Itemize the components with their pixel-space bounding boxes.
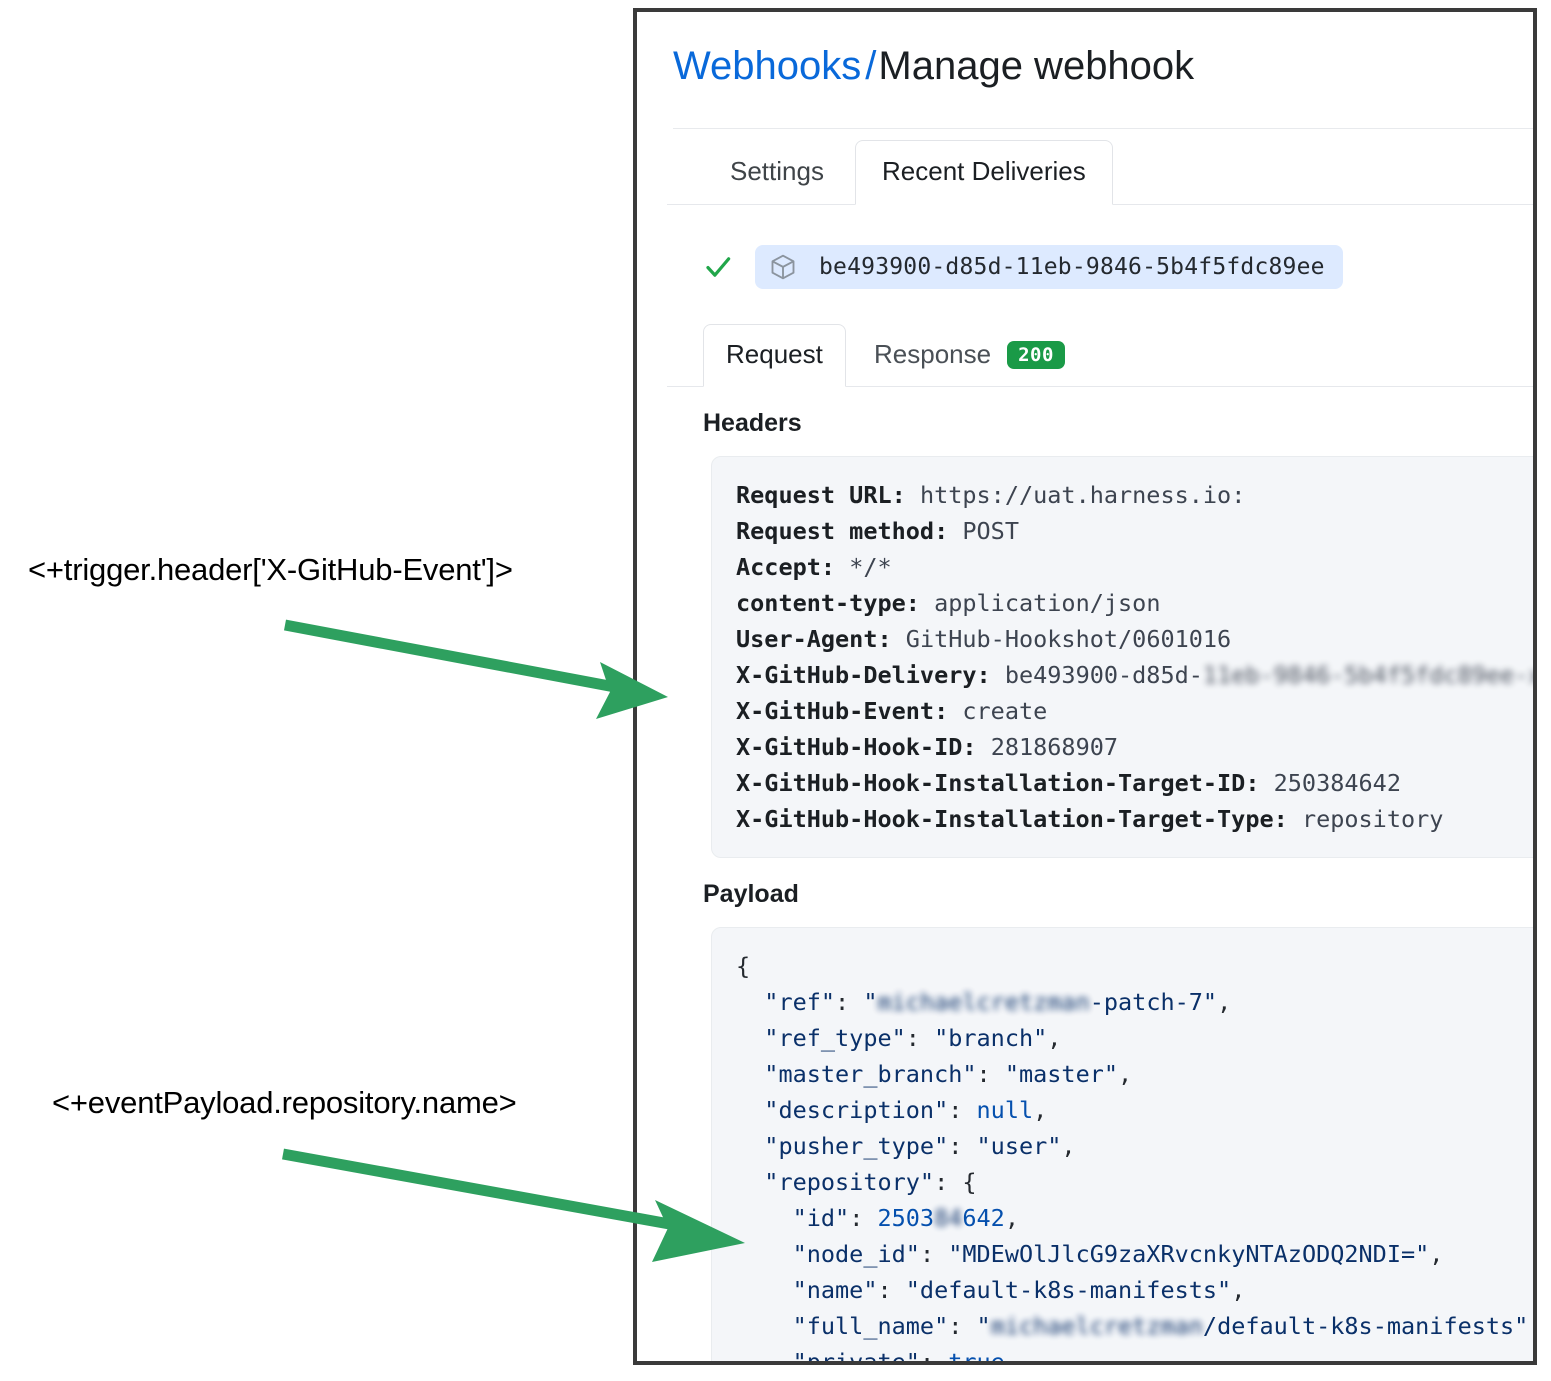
payload-line: "private": true, (736, 1348, 1019, 1365)
payload-line-id: "id": 250384642, (736, 1204, 1019, 1232)
annotation-label-trigger-header: <+trigger.header['X-GitHub-Event']> (28, 552, 513, 587)
tab-response-label: Response (874, 339, 992, 370)
payload-line-name: "name": "default-k8s-manifests", (736, 1276, 1246, 1304)
payload-line: { (736, 952, 751, 980)
payload-section-title: Payload (703, 880, 799, 908)
header-key: X-GitHub-Hook-Installation-Target-ID: (736, 769, 1260, 797)
header-line: X-GitHub-Hook-Installation-Target-Type: … (736, 801, 1533, 837)
header-line: Accept: */* (736, 549, 1533, 585)
header-key: content-type: (736, 589, 920, 617)
header-key: X-GitHub-Hook-Installation-Target-Type: (736, 805, 1288, 833)
payload-redacted-user: michaelcretzman (877, 988, 1090, 1016)
payload-line: "ref_type": "branch", (736, 1024, 1062, 1052)
payload-line: "master_branch": "master", (736, 1060, 1133, 1088)
header-line: Request method: POST (736, 513, 1533, 549)
header-value: https://uat.harness.io: (919, 481, 1246, 509)
webhook-panel: Webhooks/Manage webhook Settings Recent … (633, 8, 1537, 1365)
payload-line: "repository": { (736, 1168, 977, 1196)
header-line: User-Agent: GitHub-Hookshot/0601016 (736, 621, 1533, 657)
breadcrumb: Webhooks/Manage webhook (673, 12, 1533, 115)
tab-request-label: Request (726, 339, 823, 370)
header-line-delivery: X-GitHub-Delivery: be493900-d85d-11eb-98… (736, 657, 1537, 693)
payload-redacted-owner: michaelcretzman (990, 1312, 1203, 1340)
header-value-redacted: 11eb-9846-5b4f5fdc89ee-xx (1202, 661, 1537, 689)
header-line: Request URL: https://uat.harness.io: (736, 477, 1533, 513)
tab-request[interactable]: Request (703, 324, 846, 387)
payload-redacted-id: 84 (934, 1204, 963, 1232)
request-response-tabs: Request Response 200 (667, 317, 1533, 387)
page-title: Manage webhook (878, 44, 1195, 88)
payload-line: "description": null, (736, 1096, 1048, 1124)
headers-section-title: Headers (703, 409, 802, 437)
header-value: 281868907 (990, 733, 1119, 761)
tab-response[interactable]: Response 200 (851, 324, 1088, 387)
header-value: GitHub-Hookshot/0601016 (905, 625, 1232, 653)
header-key: User-Agent: (736, 625, 892, 653)
header-divider (673, 128, 1533, 129)
headers-code-box: Request URL: https://uat.harness.io: Req… (711, 456, 1537, 858)
delivery-id-text: be493900-d85d-11eb-9846-5b4f5fdc89ee (819, 254, 1325, 280)
tab-recent-deliveries[interactable]: Recent Deliveries (855, 140, 1113, 205)
annotation-arrow-1 (283, 619, 668, 719)
header-key: Request method: (736, 517, 949, 545)
tab-settings[interactable]: Settings (730, 156, 824, 187)
package-cube-icon (771, 254, 795, 280)
header-value: application/json (934, 589, 1161, 617)
payload-code-box: { "ref": "michaelcretzman-patch-7", "ref… (711, 927, 1533, 1365)
header-line: content-type: application/json (736, 585, 1533, 621)
header-value-prefix: be493900-d85d- (1004, 661, 1203, 689)
header-key: X-GitHub-Hook-ID: (736, 733, 977, 761)
check-icon (706, 257, 731, 277)
payload-line: "pusher_type": "user", (736, 1132, 1076, 1160)
annotation-label-event-payload: <+eventPayload.repository.name> (52, 1085, 517, 1120)
header-value: */* (849, 553, 892, 581)
delivery-id-pill[interactable]: be493900-d85d-11eb-9846-5b4f5fdc89ee (755, 245, 1343, 289)
status-badge: 200 (1007, 341, 1065, 370)
payload-line-ref: "ref": "michaelcretzman-patch-7", (736, 988, 1232, 1016)
header-line: X-GitHub-Hook-Installation-Target-ID: 25… (736, 765, 1533, 801)
payload-line: "node_id": "MDEwOlJlcG9zaXRvcnkyNTAzODQ2… (736, 1240, 1444, 1268)
header-value: repository (1301, 805, 1444, 833)
breadcrumb-link-webhooks[interactable]: Webhooks (673, 44, 862, 88)
header-value: 250384642 (1273, 769, 1401, 797)
breadcrumb-separator: / (865, 44, 877, 88)
payload-line-full-name: "full_name": "michaelcretzman/default-k8… (736, 1312, 1533, 1340)
header-key: X-GitHub-Event: (736, 697, 949, 725)
header-key: Request URL: (736, 481, 906, 509)
header-key: X-GitHub-Delivery: (736, 661, 991, 689)
delivery-row[interactable]: be493900-d85d-11eb-9846-5b4f5fdc89ee (703, 245, 1533, 289)
header-value: POST (962, 517, 1019, 545)
header-line: X-GitHub-Hook-ID: 281868907 (736, 729, 1533, 765)
header-value: create (962, 697, 1048, 725)
header-key: Accept: (736, 553, 836, 581)
primary-tabs: Settings Recent Deliveries (667, 133, 1533, 205)
header-line-github-event: X-GitHub-Event: create (736, 693, 1533, 729)
